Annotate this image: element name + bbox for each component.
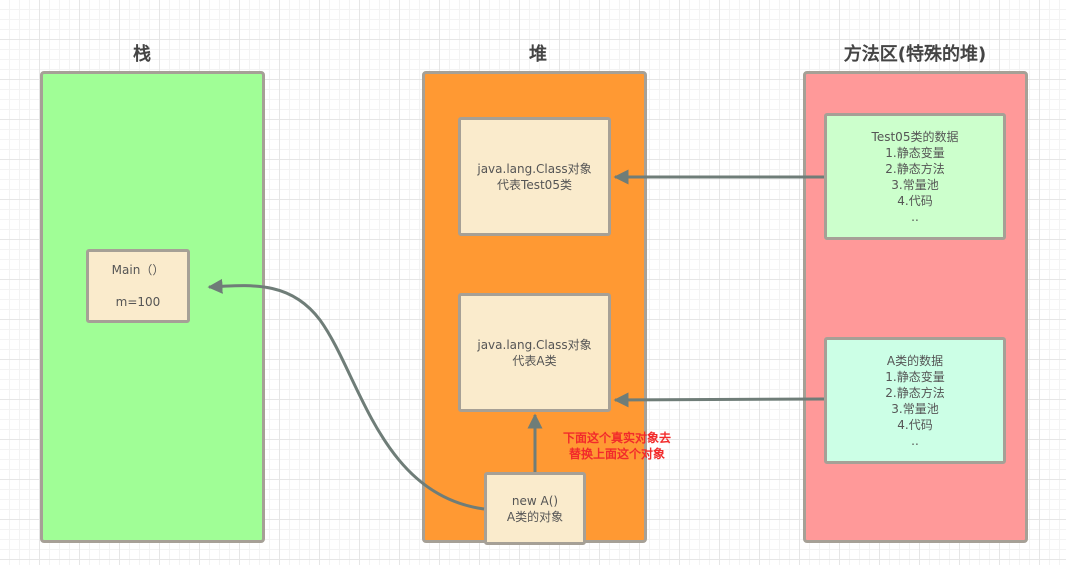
box-line: A类的数据 [886, 353, 944, 368]
note-line: 下面这个真实对象去 [562, 431, 671, 445]
stack-title: 栈 [133, 44, 151, 65]
heap-title: 堆 [529, 44, 547, 65]
box-line: 3.常量池 [891, 177, 939, 192]
box-line: java.lang.Class对象 [477, 337, 592, 352]
box-line: 代表Test05类 [497, 177, 572, 192]
test05-class-data: Test05类的数据 1.静态变量 2.静态方法 3.常量池 4.代码 .. [824, 113, 1006, 240]
box-line: 2.静态方法 [885, 385, 945, 400]
arrow-a-data-to-class [613, 392, 825, 408]
box-line: 4.代码 [897, 193, 933, 208]
box-line: 2.静态方法 [885, 161, 945, 176]
main-stack-frame: Main（） m=100 [86, 249, 190, 323]
frame-line: m=100 [115, 295, 161, 309]
box-line: A类的对象 [506, 509, 564, 524]
box-line: new A() [511, 493, 559, 508]
box-line: java.lang.Class对象 [477, 161, 592, 176]
new-a-object: new A() A类的对象 [484, 472, 586, 545]
box-line: 1.静态变量 [885, 145, 945, 160]
replacement-note: 下面这个真实对象去 替换上面这个对象 [552, 430, 682, 462]
box-line: 3.常量池 [891, 401, 939, 416]
box-line: Test05类的数据 [871, 129, 959, 144]
a-class-data: A类的数据 1.静态变量 2.静态方法 3.常量池 4.代码 .. [824, 337, 1006, 464]
frame-line: Main（） [111, 263, 165, 277]
method-area-title: 方法区(特殊的堆) [843, 44, 987, 65]
box-line: 代表A类 [512, 353, 557, 368]
box-line: 4.代码 [897, 417, 933, 432]
box-line: .. [911, 433, 919, 448]
box-line: .. [911, 209, 919, 224]
note-line: 替换上面这个对象 [568, 447, 665, 461]
box-line: 1.静态变量 [885, 369, 945, 384]
arrow-new-a-to-main-frame [207, 278, 485, 511]
class-object-test05: java.lang.Class对象 代表Test05类 [458, 117, 611, 236]
class-object-a: java.lang.Class对象 代表A类 [458, 293, 611, 412]
